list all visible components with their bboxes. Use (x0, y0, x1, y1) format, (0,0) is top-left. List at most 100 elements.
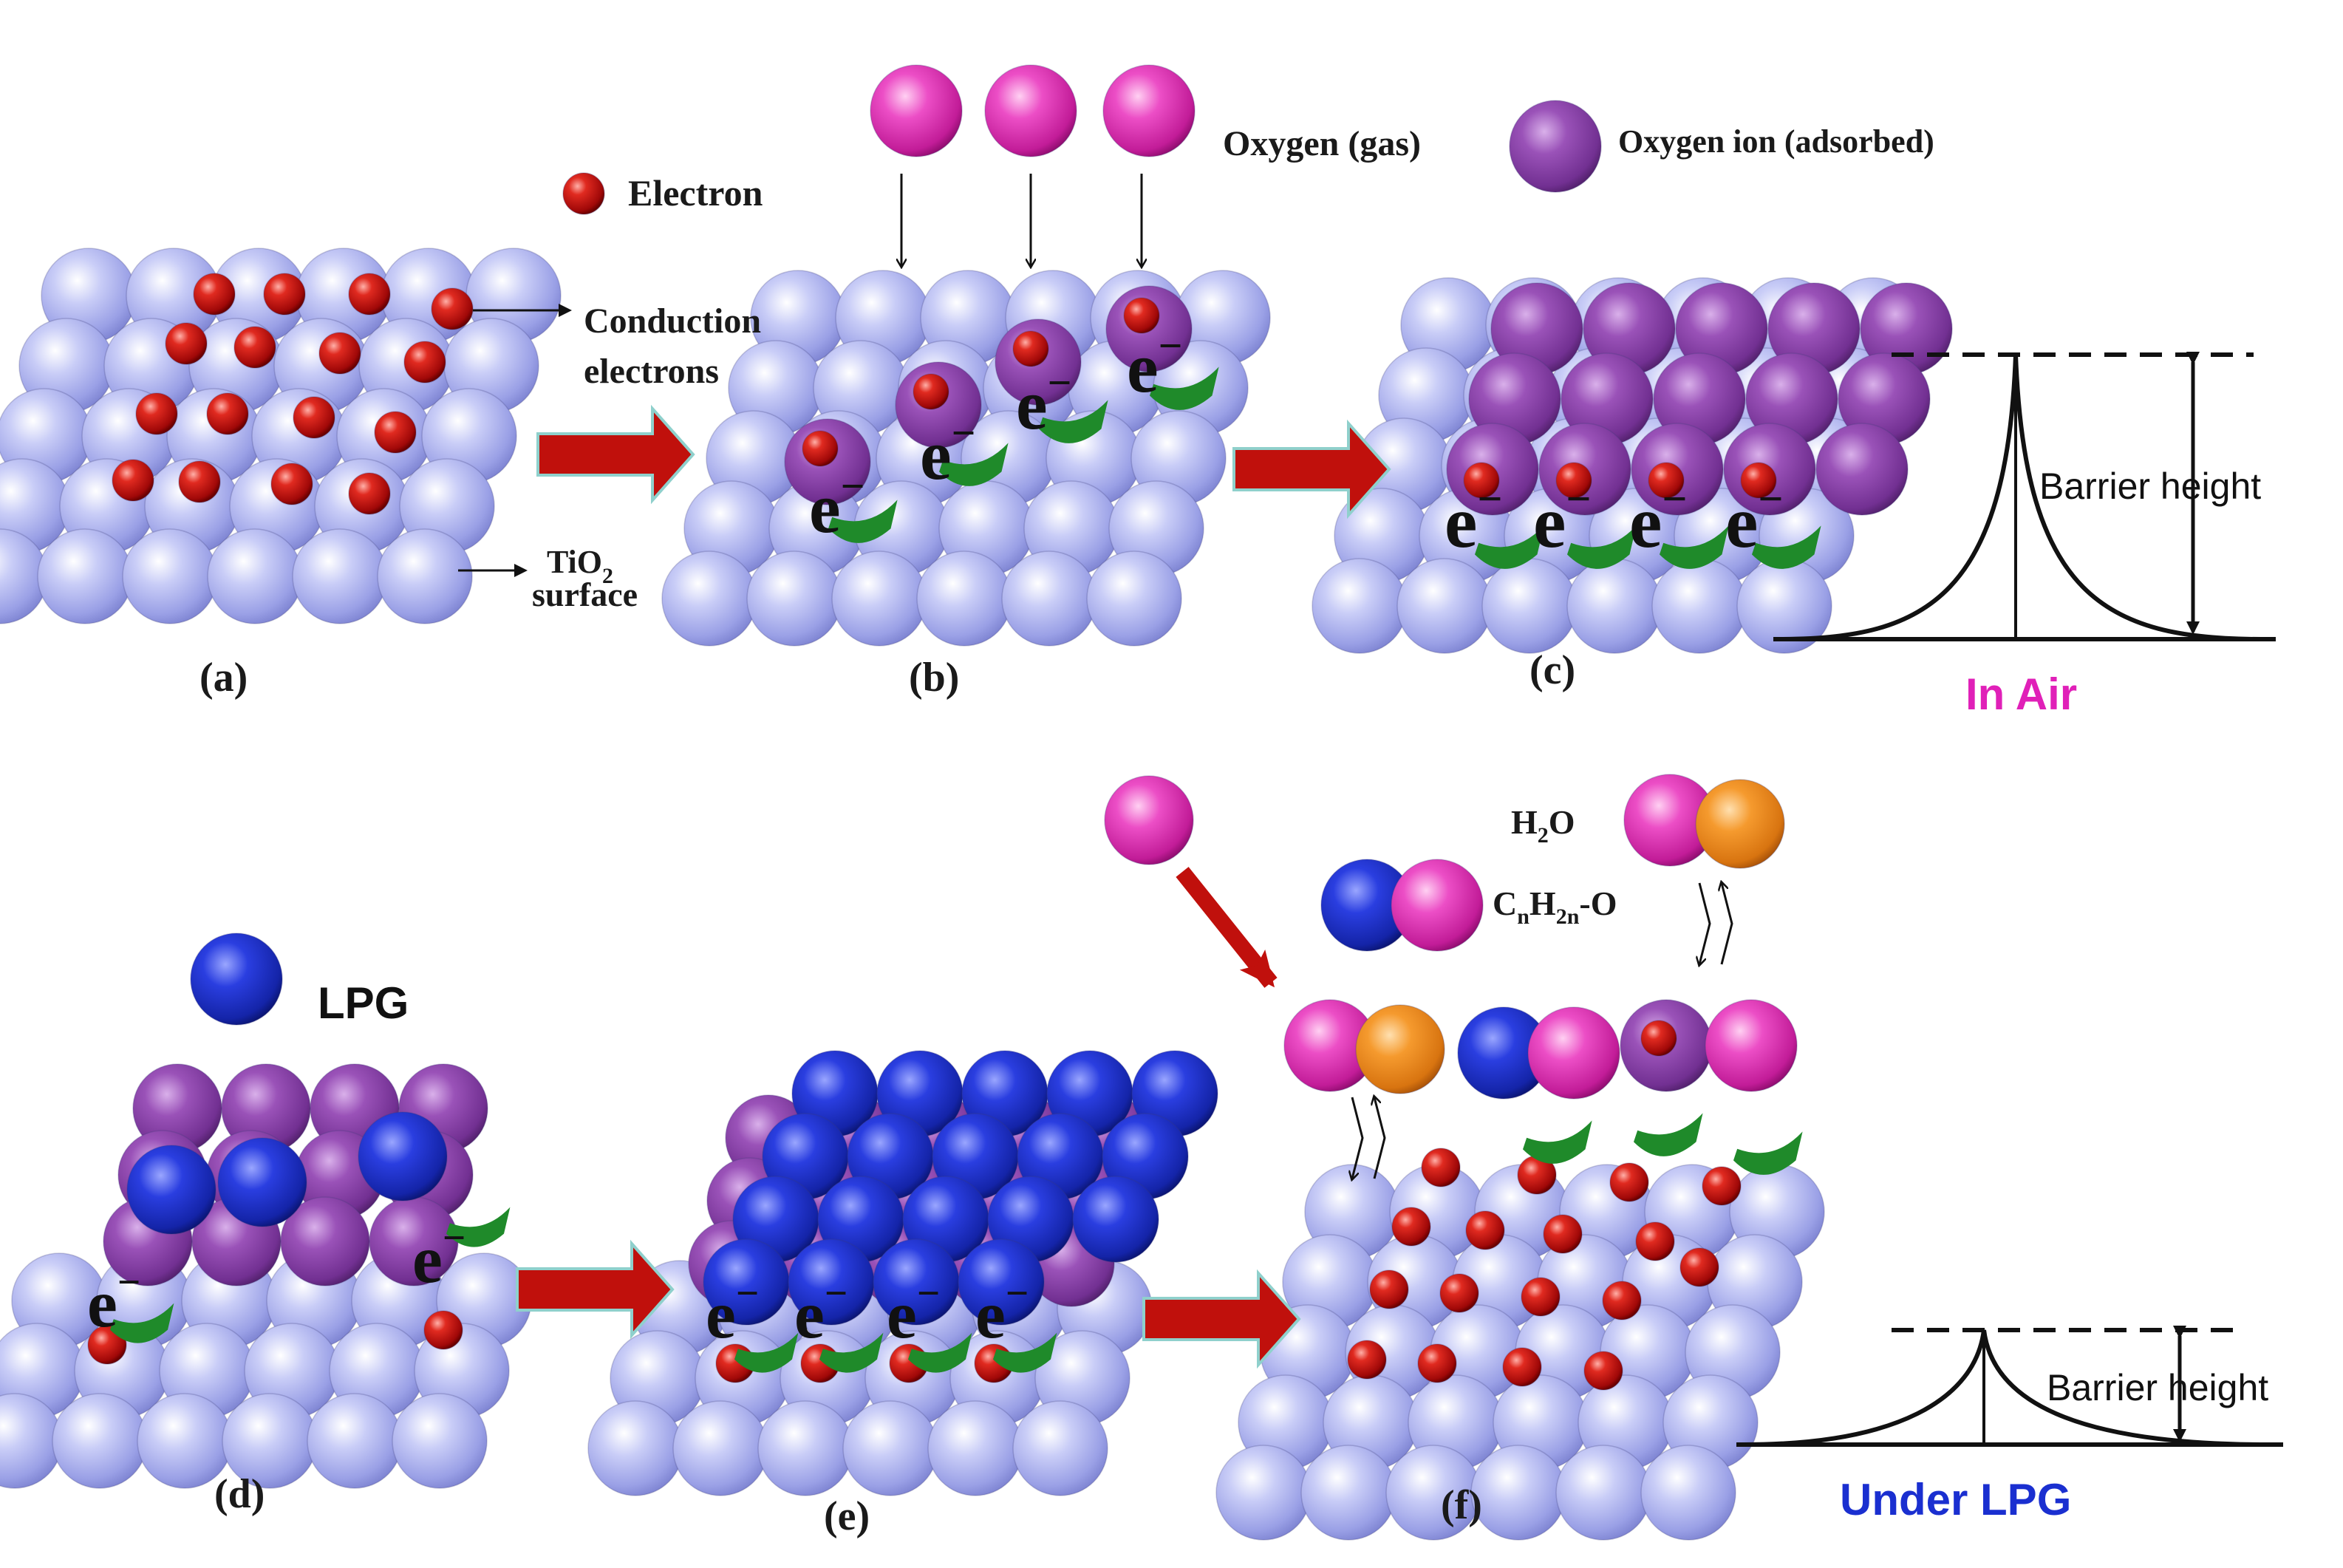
tio2-sphere (1470, 1445, 1566, 1541)
panel-label-e: (e) (824, 1493, 870, 1539)
electron-sphere (1640, 1020, 1677, 1057)
surface-label: surface (532, 576, 638, 613)
tio2-sphere (842, 1400, 938, 1496)
electron-sphere (348, 273, 391, 316)
electron-sphere (1635, 1221, 1675, 1261)
legend-oxygen-ion-label: Oxygen ion (adsorbed) (1618, 123, 1934, 160)
desorb-arrow-left-down (1352, 1097, 1364, 1179)
electron-label-c-4: e− (1725, 474, 1784, 563)
panel-label-d: (d) (214, 1471, 265, 1517)
tio2-sphere (122, 528, 218, 624)
lpg-sphere (958, 1238, 1045, 1326)
electron-sphere (1702, 1166, 1742, 1206)
lpg-sphere (358, 1111, 448, 1201)
tio2-sphere (1566, 558, 1662, 654)
electron-sphere (1123, 297, 1160, 334)
desorb-arrow-left-up (1374, 1097, 1386, 1179)
legend-oxygen-gas-label: Oxygen (gas) (1223, 124, 1421, 163)
electron-label-e-4: e− (975, 1271, 1029, 1352)
electron-sphere (1347, 1340, 1387, 1380)
electron-return-curl-e-1 (734, 1332, 799, 1373)
electron-sphere (562, 172, 605, 215)
electron-label-b-2: e− (920, 410, 975, 494)
electron-transfer-curl-c-1 (1475, 525, 1544, 569)
tio2-sphere (392, 1393, 488, 1489)
electron-sphere (348, 472, 391, 515)
lpg-sphere (126, 1145, 216, 1235)
barrier-height-label-lpg: Barrier height (2047, 1367, 2268, 1408)
oxygen-gas-sphere (1527, 1006, 1620, 1100)
tio2-sphere (207, 528, 303, 624)
electron-sphere (802, 430, 839, 467)
legend-lpg-label: LPG (318, 978, 409, 1028)
tio2-sphere (1481, 558, 1578, 654)
panel-label-a: (a) (199, 655, 248, 701)
electron-return-curl-e-4 (993, 1332, 1057, 1373)
legend-electron-label: Electron (628, 172, 763, 214)
tio2-sphere (1012, 1400, 1108, 1496)
electron-sphere (1521, 1277, 1561, 1317)
electron-return-curl-e-2 (819, 1332, 884, 1373)
electron-transfer-curl-c-3 (1660, 525, 1729, 569)
conduction-electrons-label-2: electrons (584, 352, 719, 391)
electron-label-c-1: e− (1445, 474, 1503, 563)
electron-sphere (233, 326, 276, 369)
tio2-sphere (916, 550, 1012, 647)
electron-sphere (403, 341, 446, 384)
barrier-height-label-air: Barrier height (2039, 466, 2261, 507)
electron-sphere (1583, 1351, 1623, 1391)
tio2-sphere (1555, 1445, 1651, 1541)
electron-sphere (1602, 1281, 1642, 1320)
electron-sphere (1740, 462, 1777, 499)
lpg-sphere (1072, 1176, 1159, 1263)
electron-sphere (374, 411, 417, 454)
tio2-sphere (1086, 550, 1182, 647)
electron-label-e-2: e− (794, 1271, 847, 1352)
tio2-label: TiO2 (547, 544, 613, 588)
electron-sphere (178, 460, 221, 503)
electron-sphere (1679, 1247, 1719, 1287)
panel-label-b: (b) (909, 655, 959, 701)
electron-sphere (1439, 1273, 1479, 1313)
oxygen-gas-sphere (984, 64, 1077, 157)
electron-sphere (913, 373, 949, 410)
electron-label-b-3: e− (1016, 360, 1071, 444)
oxygen-gas-sphere (1705, 999, 1798, 1092)
tio2-sphere (927, 1400, 1023, 1496)
tio2-sphere (37, 528, 133, 624)
electron-sphere (1609, 1162, 1649, 1202)
tio2-sphere (1396, 558, 1493, 654)
electron-sphere (1648, 462, 1685, 499)
conduction-electrons-label-1: Conduction (584, 301, 761, 341)
electron-sphere (1417, 1343, 1457, 1383)
oxygen-ion-sphere (1509, 100, 1602, 193)
electron-sphere (135, 392, 178, 435)
electron-label-d-1: e− (87, 1260, 140, 1341)
electron-label-c-3: e− (1629, 474, 1688, 563)
electron-return-curl-e-3 (908, 1332, 972, 1373)
process-arrow-a-to-b (536, 404, 695, 505)
panel-label-f: (f) (1441, 1482, 1482, 1528)
tio2-sphere (831, 550, 927, 647)
electron-return-curl-d-1 (110, 1303, 174, 1343)
electron-transfer-curl-c-4 (1752, 525, 1821, 569)
electron-label-b-1: e− (809, 463, 864, 548)
hydrogen-sphere (1355, 1004, 1445, 1094)
electron-sphere (1463, 462, 1500, 499)
process-arrow-b-to-c (1232, 419, 1391, 519)
lpg-sphere (190, 933, 283, 1026)
tio2-sphere (52, 1393, 148, 1489)
electron-label-c-2: e− (1533, 474, 1592, 563)
electron-transfer-curl-b-3 (1039, 400, 1108, 443)
oxygen-ion-sphere (1815, 423, 1909, 516)
electron-return-curl-f-3 (1733, 1131, 1803, 1175)
tio2-sphere (1651, 558, 1747, 654)
electron-sphere (1391, 1207, 1431, 1247)
electron-sphere (206, 392, 249, 435)
tio2-sphere (292, 528, 388, 624)
tio2-sphere (587, 1400, 683, 1496)
electron-sphere (263, 273, 306, 316)
overlay-layer: e−e−e−e−e−e−e−e−e−e−e−e−e−e− (87, 174, 2283, 1447)
electron-sphere (1555, 462, 1592, 499)
in-air-label: In Air (1965, 669, 2077, 719)
